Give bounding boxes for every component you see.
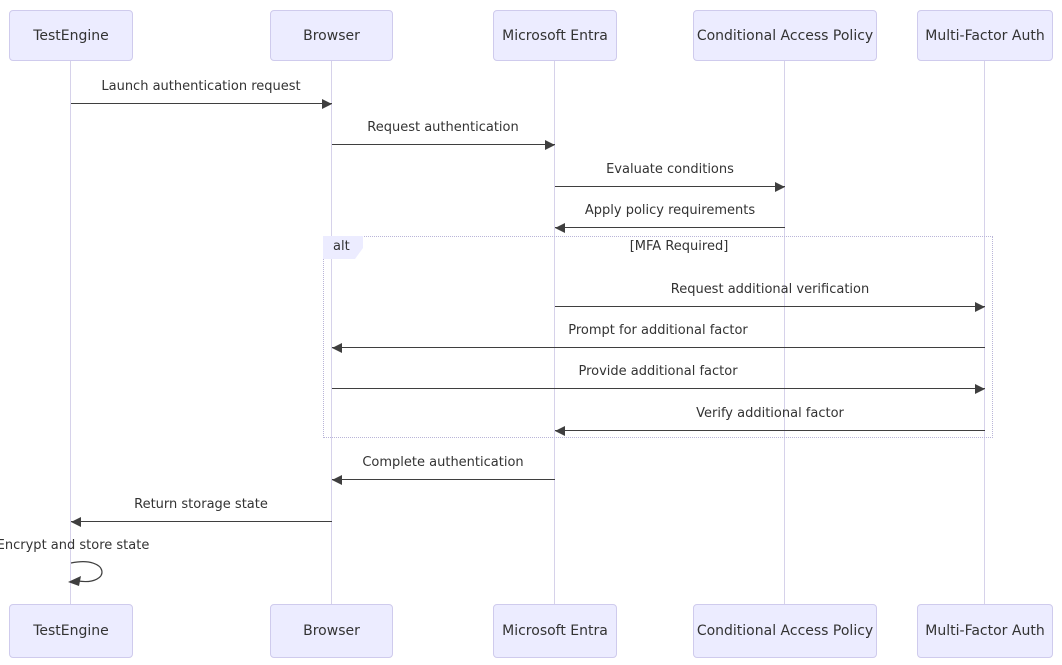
arrowhead-right-icon (322, 99, 332, 109)
message-arrow-10 (71, 517, 332, 527)
actor-label: Multi-Factor Auth (925, 623, 1045, 639)
lifeline-microsoft-entra (554, 61, 555, 604)
message-arrow-3 (555, 182, 785, 192)
message-arrow-1 (71, 99, 332, 109)
lifeline-multi-factor-auth (984, 61, 985, 604)
message-label-prompt-for-additional-factor: Prompt for additional factor (568, 323, 748, 338)
actor-label: TestEngine (33, 623, 109, 639)
arrowhead-left-icon (332, 475, 342, 485)
actor-box-browser-bottom: Browser (270, 604, 393, 658)
message-label-request-additional-verification: Request additional verification (670, 282, 870, 297)
actor-box-conditional-access-policy-bottom: Conditional Access Policy (693, 604, 877, 658)
actor-label: Microsoft Entra (502, 27, 608, 44)
arrowhead-left-icon (71, 517, 81, 527)
actor-label: Conditional Access Policy (696, 27, 874, 44)
actor-box-testengine-bottom: TestEngine (9, 604, 133, 658)
lifeline-conditional-access-policy (784, 61, 785, 604)
lifeline-browser (331, 61, 332, 604)
actor-box-testengine-top: TestEngine (9, 10, 133, 61)
message-label-provide-additional-factor: Provide additional factor (578, 364, 738, 379)
message-label-encrypt-and-store-state: Encrypt and store state (0, 538, 150, 553)
actor-label: TestEngine (33, 27, 109, 44)
actor-label: Browser (303, 27, 360, 44)
actor-label: Microsoft Entra (502, 623, 608, 639)
actor-box-conditional-access-policy-top: Conditional Access Policy (693, 10, 877, 61)
message-label-complete-authentication: Complete authentication (362, 455, 524, 470)
arrowhead-left-icon (555, 426, 565, 436)
message-arrow-8 (555, 426, 985, 436)
actor-box-microsoft-entra-top: Microsoft Entra (493, 10, 617, 61)
arrowhead-right-icon (975, 384, 985, 394)
arrowhead-right-icon (975, 302, 985, 312)
actor-box-browser-top: Browser (270, 10, 393, 61)
arrowhead-left-icon (332, 343, 342, 353)
actor-label: Multi-Factor Auth (925, 27, 1045, 44)
message-label-launch-authentication-request: Launch authentication request (101, 79, 301, 94)
arrowhead-left-icon (555, 223, 565, 233)
message-label-apply-policy-requirements: Apply policy requirements (584, 203, 756, 218)
message-arrow-6 (332, 343, 985, 353)
message-arrow-5 (555, 302, 985, 312)
message-label-request-authentication: Request authentication (367, 120, 519, 135)
arrowhead-right-icon (775, 182, 785, 192)
message-label-return-storage-state: Return storage state (134, 497, 268, 512)
lifeline-testengine (70, 61, 71, 604)
message-arrow-4 (555, 223, 785, 233)
actor-box-multi-factor-auth-top: Multi-Factor Auth (917, 10, 1053, 61)
actor-label: Conditional Access Policy (696, 623, 874, 639)
actor-box-multi-factor-auth-bottom: Multi-Factor Auth (917, 604, 1053, 658)
message-arrow-2 (332, 140, 555, 150)
actor-box-microsoft-entra-bottom: Microsoft Entra (493, 604, 617, 658)
message-arrow-9 (332, 475, 555, 485)
alt-fragment-frame (323, 236, 993, 438)
alt-fragment-condition: [MFA Required] (629, 239, 729, 254)
alt-fragment-label: alt (323, 236, 363, 259)
self-loop-arrow (68, 561, 103, 586)
message-arrow-7 (332, 384, 985, 394)
actor-label: Browser (303, 623, 360, 639)
message-label-evaluate-conditions: Evaluate conditions (606, 162, 734, 177)
arrowhead-right-icon (545, 140, 555, 150)
message-label-verify-additional-factor: Verify additional factor (696, 406, 844, 421)
